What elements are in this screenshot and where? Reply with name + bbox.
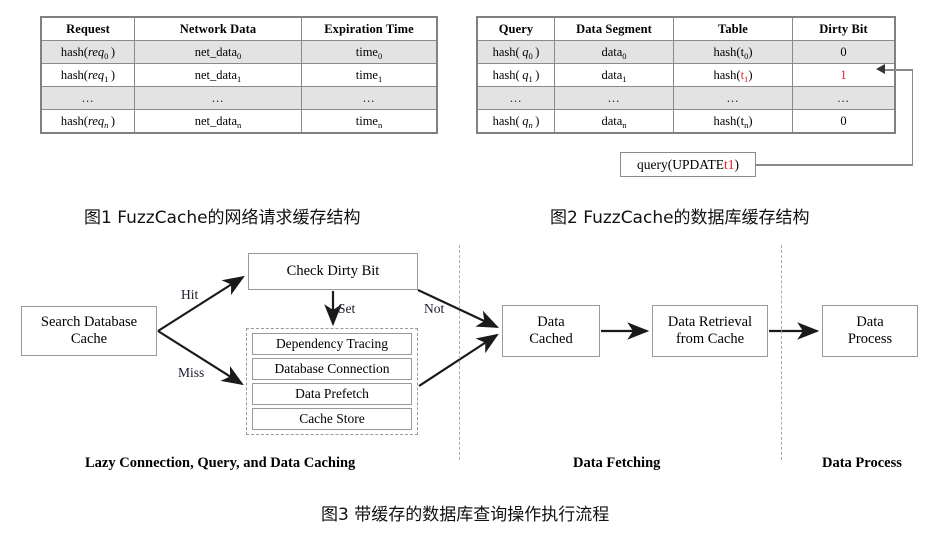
cell-data-segment: datan — [554, 109, 674, 134]
query-callout-suffix: ) — [734, 156, 740, 172]
cell-network-data: net_data1 — [134, 63, 302, 87]
cell-table: hash(t1) — [673, 63, 793, 87]
network-cache-table: Request Network Data Expiration Time has… — [40, 16, 438, 134]
cell-table: hash(t0) — [673, 40, 793, 64]
column-header-dirty-bit: Dirty Bit — [792, 16, 896, 41]
figure1-caption: 图1 FuzzCache的网络请求缓存结构 — [84, 208, 361, 228]
node-label: Data Prefetch — [295, 386, 369, 401]
edge-label-not: Not — [424, 301, 445, 316]
table-row: hash(req0 ) net_data0 time0 — [40, 40, 438, 64]
column-header-data-segment: Data Segment — [554, 16, 674, 41]
node-search-database-cache[interactable]: Search Database Cache — [21, 306, 157, 356]
section-divider-2 — [781, 245, 782, 460]
cell-expiration-time: time1 — [301, 63, 438, 87]
node-data-retrieval-from-cache[interactable]: Data Retrieval from Cache — [652, 305, 768, 357]
node-label: Search Database Cache — [40, 314, 138, 347]
node-data-cached[interactable]: Data Cached — [502, 305, 600, 357]
cell-query: hash( q1 ) — [476, 63, 555, 87]
table-row: hash( q0 ) data0 hash(t0) 0 — [476, 40, 896, 64]
cell-ellipsis: ... — [673, 86, 793, 110]
cell-data-segment: data0 — [554, 40, 674, 64]
node-dependency-tracing[interactable]: Dependency Tracing — [252, 333, 412, 355]
table-row: hash( q1 ) data1 hash(t1) 1 — [476, 63, 896, 87]
table-row-ellipsis: ... ... ... — [40, 86, 438, 110]
cell-dirty-bit: 0 — [792, 40, 896, 64]
node-cache-store[interactable]: Cache Store — [252, 408, 412, 430]
cell-dirty-bit: 0 — [792, 109, 896, 134]
node-label: Cache Store — [299, 411, 365, 426]
connector-arrowhead-icon — [876, 63, 885, 74]
cell-data-segment: data1 — [554, 63, 674, 87]
column-header-table: Table — [673, 16, 793, 41]
column-header-request: Request — [40, 16, 135, 41]
node-database-connection[interactable]: Database Connection — [252, 358, 412, 380]
node-data-process[interactable]: Data Process — [822, 305, 918, 357]
figure2-caption: 图2 FuzzCache的数据库缓存结构 — [550, 208, 810, 228]
table-row-ellipsis: ... ... ... ... — [476, 86, 896, 110]
node-label: Data Cached — [529, 314, 573, 347]
edge-hit — [157, 275, 245, 332]
group-lazy-operations: Dependency Tracing Database Connection D… — [246, 328, 418, 435]
edge-group-to-cached — [418, 333, 499, 387]
connector-horizontal-top — [884, 69, 913, 71]
column-header-expiration-time: Expiration Time — [301, 16, 438, 41]
section-label-data-process: Data Process — [822, 455, 902, 471]
cell-query: hash( qn ) — [476, 109, 555, 134]
table-row: hash(req1 ) net_data1 time1 — [40, 63, 438, 87]
table-row: hash(reqn ) net_datan timen — [40, 109, 438, 134]
edge-miss — [157, 330, 244, 386]
column-header-query: Query — [476, 16, 555, 41]
cell-ellipsis: ... — [792, 86, 896, 110]
node-label: Database Connection — [274, 361, 390, 376]
edge-label-set: Set — [338, 301, 356, 316]
query-callout-highlight: t1 — [723, 156, 735, 172]
node-label: Check Dirty Bit — [286, 263, 380, 280]
cell-network-data: net_data0 — [134, 40, 302, 64]
edge-not — [417, 289, 499, 328]
column-header-network-data: Network Data — [134, 16, 302, 41]
table-row: hash( qn ) datan hash(tn) 0 — [476, 109, 896, 134]
node-check-dirty-bit[interactable]: Check Dirty Bit — [248, 253, 418, 290]
edge-label-hit: Hit — [181, 287, 199, 302]
connector-vertical-right — [911, 70, 913, 165]
cell-ellipsis: ... — [134, 86, 302, 110]
cell-expiration-time: timen — [301, 109, 438, 134]
cell-ellipsis: ... — [301, 86, 438, 110]
flowchart-edges — [157, 275, 820, 387]
cell-expiration-time: time0 — [301, 40, 438, 64]
query-callout-prefix: query(UPDATE — [636, 156, 724, 172]
table-header-row: Query Data Segment Table Dirty Bit — [476, 16, 896, 41]
cell-ellipsis: ... — [476, 86, 555, 110]
cell-table: hash(tn) — [673, 109, 793, 134]
flowchart: Search Database Cache Check Dirty Bit De… — [0, 245, 945, 460]
database-cache-table: Query Data Segment Table Dirty Bit hash(… — [476, 16, 896, 134]
node-label: Data Process — [847, 314, 893, 347]
cell-ellipsis: ... — [40, 86, 135, 110]
cell-network-data: net_datan — [134, 109, 302, 134]
figure3-caption: 图3 带缓存的数据库查询操作执行流程 — [321, 505, 610, 525]
cell-request: hash(req0 ) — [40, 40, 135, 64]
section-label-lazy-connection: Lazy Connection, Query, and Data Caching — [85, 455, 356, 471]
table-header-row: Request Network Data Expiration Time — [40, 16, 438, 41]
node-data-prefetch[interactable]: Data Prefetch — [252, 383, 412, 405]
query-update-callout: query(UPDATE t1) — [620, 152, 756, 177]
cell-request: hash(req1 ) — [40, 63, 135, 87]
connector-horizontal-bottom — [756, 164, 913, 166]
section-label-data-fetching: Data Fetching — [573, 455, 661, 471]
edge-label-miss: Miss — [178, 365, 205, 380]
cell-ellipsis: ... — [554, 86, 674, 110]
cell-query: hash( q0 ) — [476, 40, 555, 64]
node-label: Dependency Tracing — [275, 336, 389, 351]
section-divider-1 — [459, 245, 460, 460]
cell-request: hash(reqn ) — [40, 109, 135, 134]
node-label: Data Retrieval from Cache — [667, 314, 753, 347]
